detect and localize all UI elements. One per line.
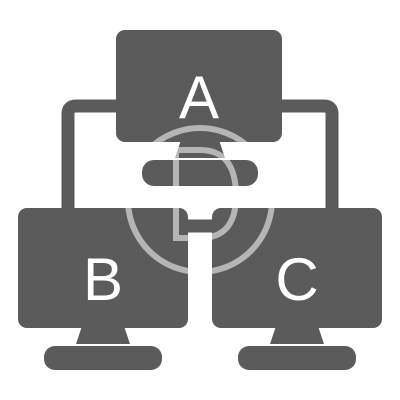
monitor-a-base (142, 160, 258, 186)
connector-line-a-c (282, 99, 339, 210)
monitor-a-label: A (179, 64, 219, 131)
monitor-b-label: B (83, 246, 123, 313)
monitor-c-label: C (275, 246, 318, 313)
monitor-c: C (212, 208, 382, 370)
watermark-text: dreamstime.com (268, 379, 386, 396)
monitor-a-screen (116, 30, 282, 142)
dreamstime-logo (125, 125, 275, 275)
monitor-c-base (238, 346, 356, 370)
monitor-b: B (18, 208, 188, 370)
monitor-b-neck (76, 326, 130, 344)
icon-glyph: A B C (18, 30, 382, 370)
connector-line-a-b (61, 99, 118, 210)
monitor-b-screen (18, 208, 188, 328)
monitor-c-neck (270, 326, 324, 344)
dreamstime-watermark: dreamstime.com (125, 125, 386, 396)
monitor-c-screen (212, 208, 382, 328)
monitor-b-base (44, 346, 162, 370)
